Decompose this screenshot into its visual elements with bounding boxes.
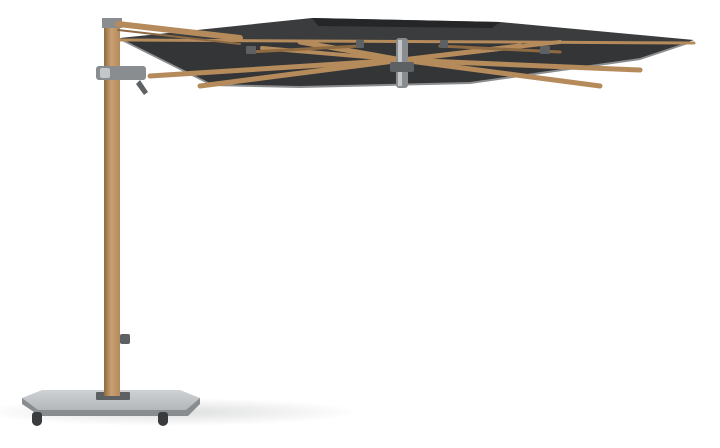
- pole-top-cap: [102, 18, 122, 28]
- main-pole: [102, 18, 130, 396]
- pole-lock: [120, 334, 130, 344]
- tilt-handle: [96, 66, 148, 95]
- canopy-hub: [390, 38, 414, 88]
- cantilever-arm: [115, 21, 243, 45]
- canopy-ridge: [312, 18, 500, 28]
- rib-joints: [246, 40, 550, 54]
- canopy-ribs: [147, 39, 643, 89]
- wheel-left: [32, 412, 42, 426]
- wheel-right: [158, 412, 168, 426]
